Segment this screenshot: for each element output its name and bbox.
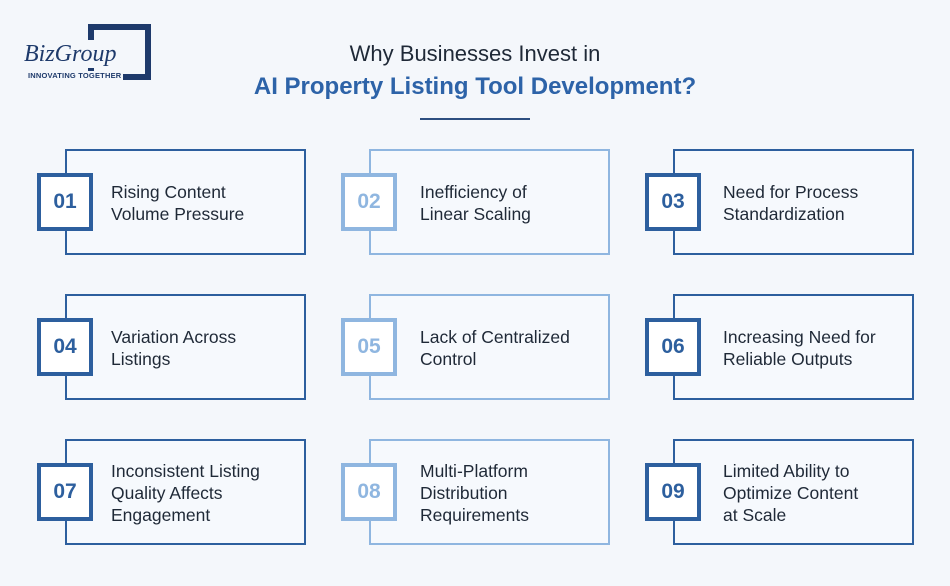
- card-01-text: Rising Content Volume Pressure: [111, 182, 245, 224]
- card-05-number: 05: [341, 318, 397, 376]
- card-04-number: 04: [37, 318, 93, 376]
- card-09-number: 09: [645, 463, 701, 521]
- card-01: [65, 149, 306, 255]
- card-05-text: Lack of Centralized Control: [420, 327, 570, 369]
- card-03-text: Need for Process Standardization: [723, 182, 859, 224]
- card-02-number: 02: [341, 173, 397, 231]
- logo-tagline: INNOVATING TOGETHER: [28, 71, 124, 80]
- card-08: [369, 439, 610, 545]
- card-04: [65, 294, 306, 400]
- card-02-text: Inefficiency of Linear Scaling: [420, 182, 531, 224]
- card-06: [673, 294, 914, 400]
- card-07-number: 07: [37, 463, 93, 521]
- bizgroup-logo: BizGroup INNOVATING TOGETHER: [22, 24, 157, 84]
- card-05: [369, 294, 610, 400]
- card-08-text: Multi-Platform Distribution Requirements: [420, 461, 529, 525]
- card-03-number: 03: [645, 173, 701, 231]
- card-09-text: Limited Ability to Optimize Content at S…: [723, 461, 859, 525]
- logo-name: BizGroup: [24, 40, 119, 68]
- card-06-text: Increasing Need for Reliable Outputs: [723, 327, 876, 369]
- page-title-line1: Why Businesses Invest in: [349, 41, 601, 66]
- title-underline: [420, 118, 530, 120]
- page-title-line2: AI Property Listing Tool Development?: [253, 73, 697, 100]
- card-04-text: Variation Across Listings: [111, 327, 237, 369]
- card-07: [65, 439, 306, 545]
- card-01-number: 01: [37, 173, 93, 231]
- card-03: [673, 149, 914, 255]
- card-08-number: 08: [341, 463, 397, 521]
- card-07-text: Inconsistent Listing Quality Affects Eng…: [111, 461, 260, 525]
- card-06-number: 06: [645, 318, 701, 376]
